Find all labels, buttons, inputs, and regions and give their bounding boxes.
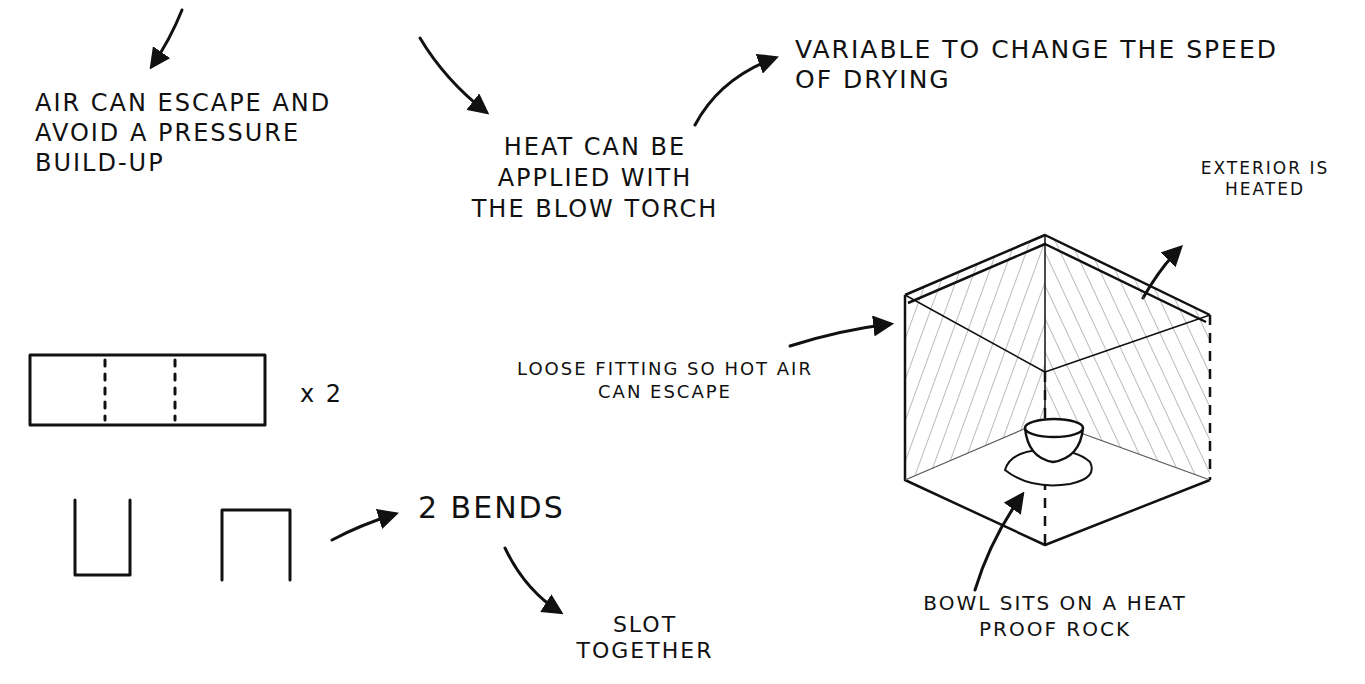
callout-arrow: [152, 10, 182, 66]
note-label: EXTERIOR IS HEATED: [1175, 158, 1355, 201]
note-label: AIR CAN ESCAPE AND AVOID A PRESSURE BUIL…: [35, 88, 365, 178]
callout-arrow: [332, 514, 395, 540]
fold-line: [174, 360, 177, 420]
callout-arrow: [505, 548, 560, 612]
bent-piece: [222, 510, 290, 580]
note-label: VARIABLE TO CHANGE THE SPEED OF DRYING: [795, 35, 1315, 95]
callout-arrow: [420, 38, 486, 112]
bowl-rim: [1025, 419, 1083, 437]
flat-strip: [30, 355, 265, 425]
callout-arrow: [790, 324, 890, 346]
callout-arrow: [695, 58, 775, 125]
fold-line: [104, 360, 107, 420]
callout-arrow: [975, 495, 1022, 590]
note-label: BOWL SITS ON A HEAT PROOF ROCK: [895, 590, 1215, 642]
note-label: x 2: [300, 380, 390, 409]
note-label: 2 BENDS: [418, 490, 638, 526]
note-label: LOOSE FITTING SO HOT AIR CAN ESCAPE: [500, 357, 830, 404]
note-label: HEAT CAN BE APPLIED WITH THE BLOW TORCH: [470, 132, 720, 226]
drying-box: [905, 235, 1210, 545]
bent-piece: [75, 500, 130, 575]
note-label: SLOT TOGETHER: [560, 612, 730, 665]
